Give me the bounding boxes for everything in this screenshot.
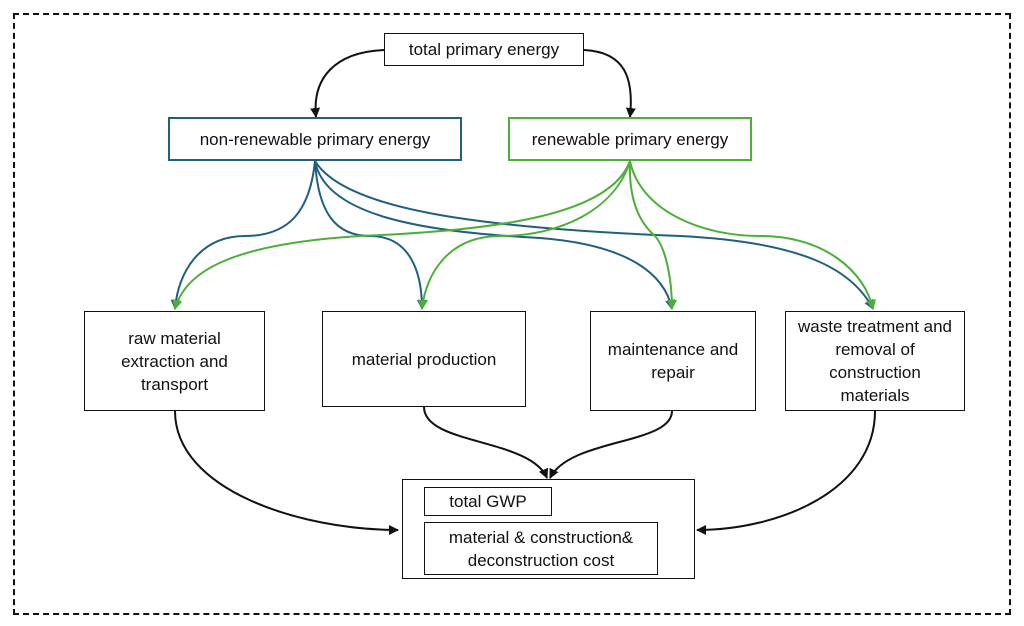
arrow-nonrenewable-to-stage3 — [314, 160, 676, 310]
total-primary-energy-node: total primary energy — [384, 33, 584, 66]
arrow-stage4-to-output — [696, 410, 876, 535]
cost-label: material & construction& deconstruction … — [448, 527, 634, 570]
arrow-stage2-to-output — [423, 406, 549, 479]
renewable-energy-label: renewable primary energy — [531, 129, 729, 149]
renewable-energy-node: renewable primary energy — [508, 117, 752, 161]
total-gwp-label: total GWP — [449, 492, 527, 511]
stage-maintenance-label: maintenance and repair — [607, 340, 739, 382]
arrow-renewable-to-stage3 — [628, 160, 677, 310]
stage-waste-treatment-node: waste treatment and removal of construct… — [785, 311, 965, 411]
stage-waste-treatment-label: waste treatment and removal of construct… — [797, 317, 953, 405]
nonrenewable-energy-label: non-renewable primary energy — [199, 129, 431, 149]
total-primary-energy-label: total primary energy — [408, 40, 560, 59]
arrow-renewable-to-stage4 — [629, 160, 876, 310]
stage-material-production-node: material production — [322, 311, 526, 407]
stage-material-production-label: material production — [351, 349, 497, 369]
arrow-top-to-nonrenewable — [310, 49, 385, 118]
cost-node: material & construction& deconstruction … — [424, 522, 658, 575]
stage-maintenance-node: maintenance and repair — [590, 311, 756, 411]
arrow-stage1-to-output — [174, 410, 399, 535]
stage-raw-material-label: raw material extraction and transport — [121, 328, 228, 394]
arrow-nonrenewable-to-stage4 — [314, 160, 874, 310]
total-gwp-node: total GWP — [424, 487, 552, 516]
arrow-stage3-to-output — [549, 410, 673, 479]
arrow-nonrenewable-to-stage1 — [170, 160, 316, 310]
arrow-renewable-to-stage1 — [172, 160, 631, 310]
nonrenewable-energy-node: non-renewable primary energy — [168, 117, 462, 161]
arrow-renewable-to-stage2 — [418, 160, 631, 310]
diagram-frame — [13, 13, 1011, 615]
arrow-top-to-renewable — [583, 49, 636, 118]
stage-raw-material-node: raw material extraction and transport — [84, 311, 265, 411]
